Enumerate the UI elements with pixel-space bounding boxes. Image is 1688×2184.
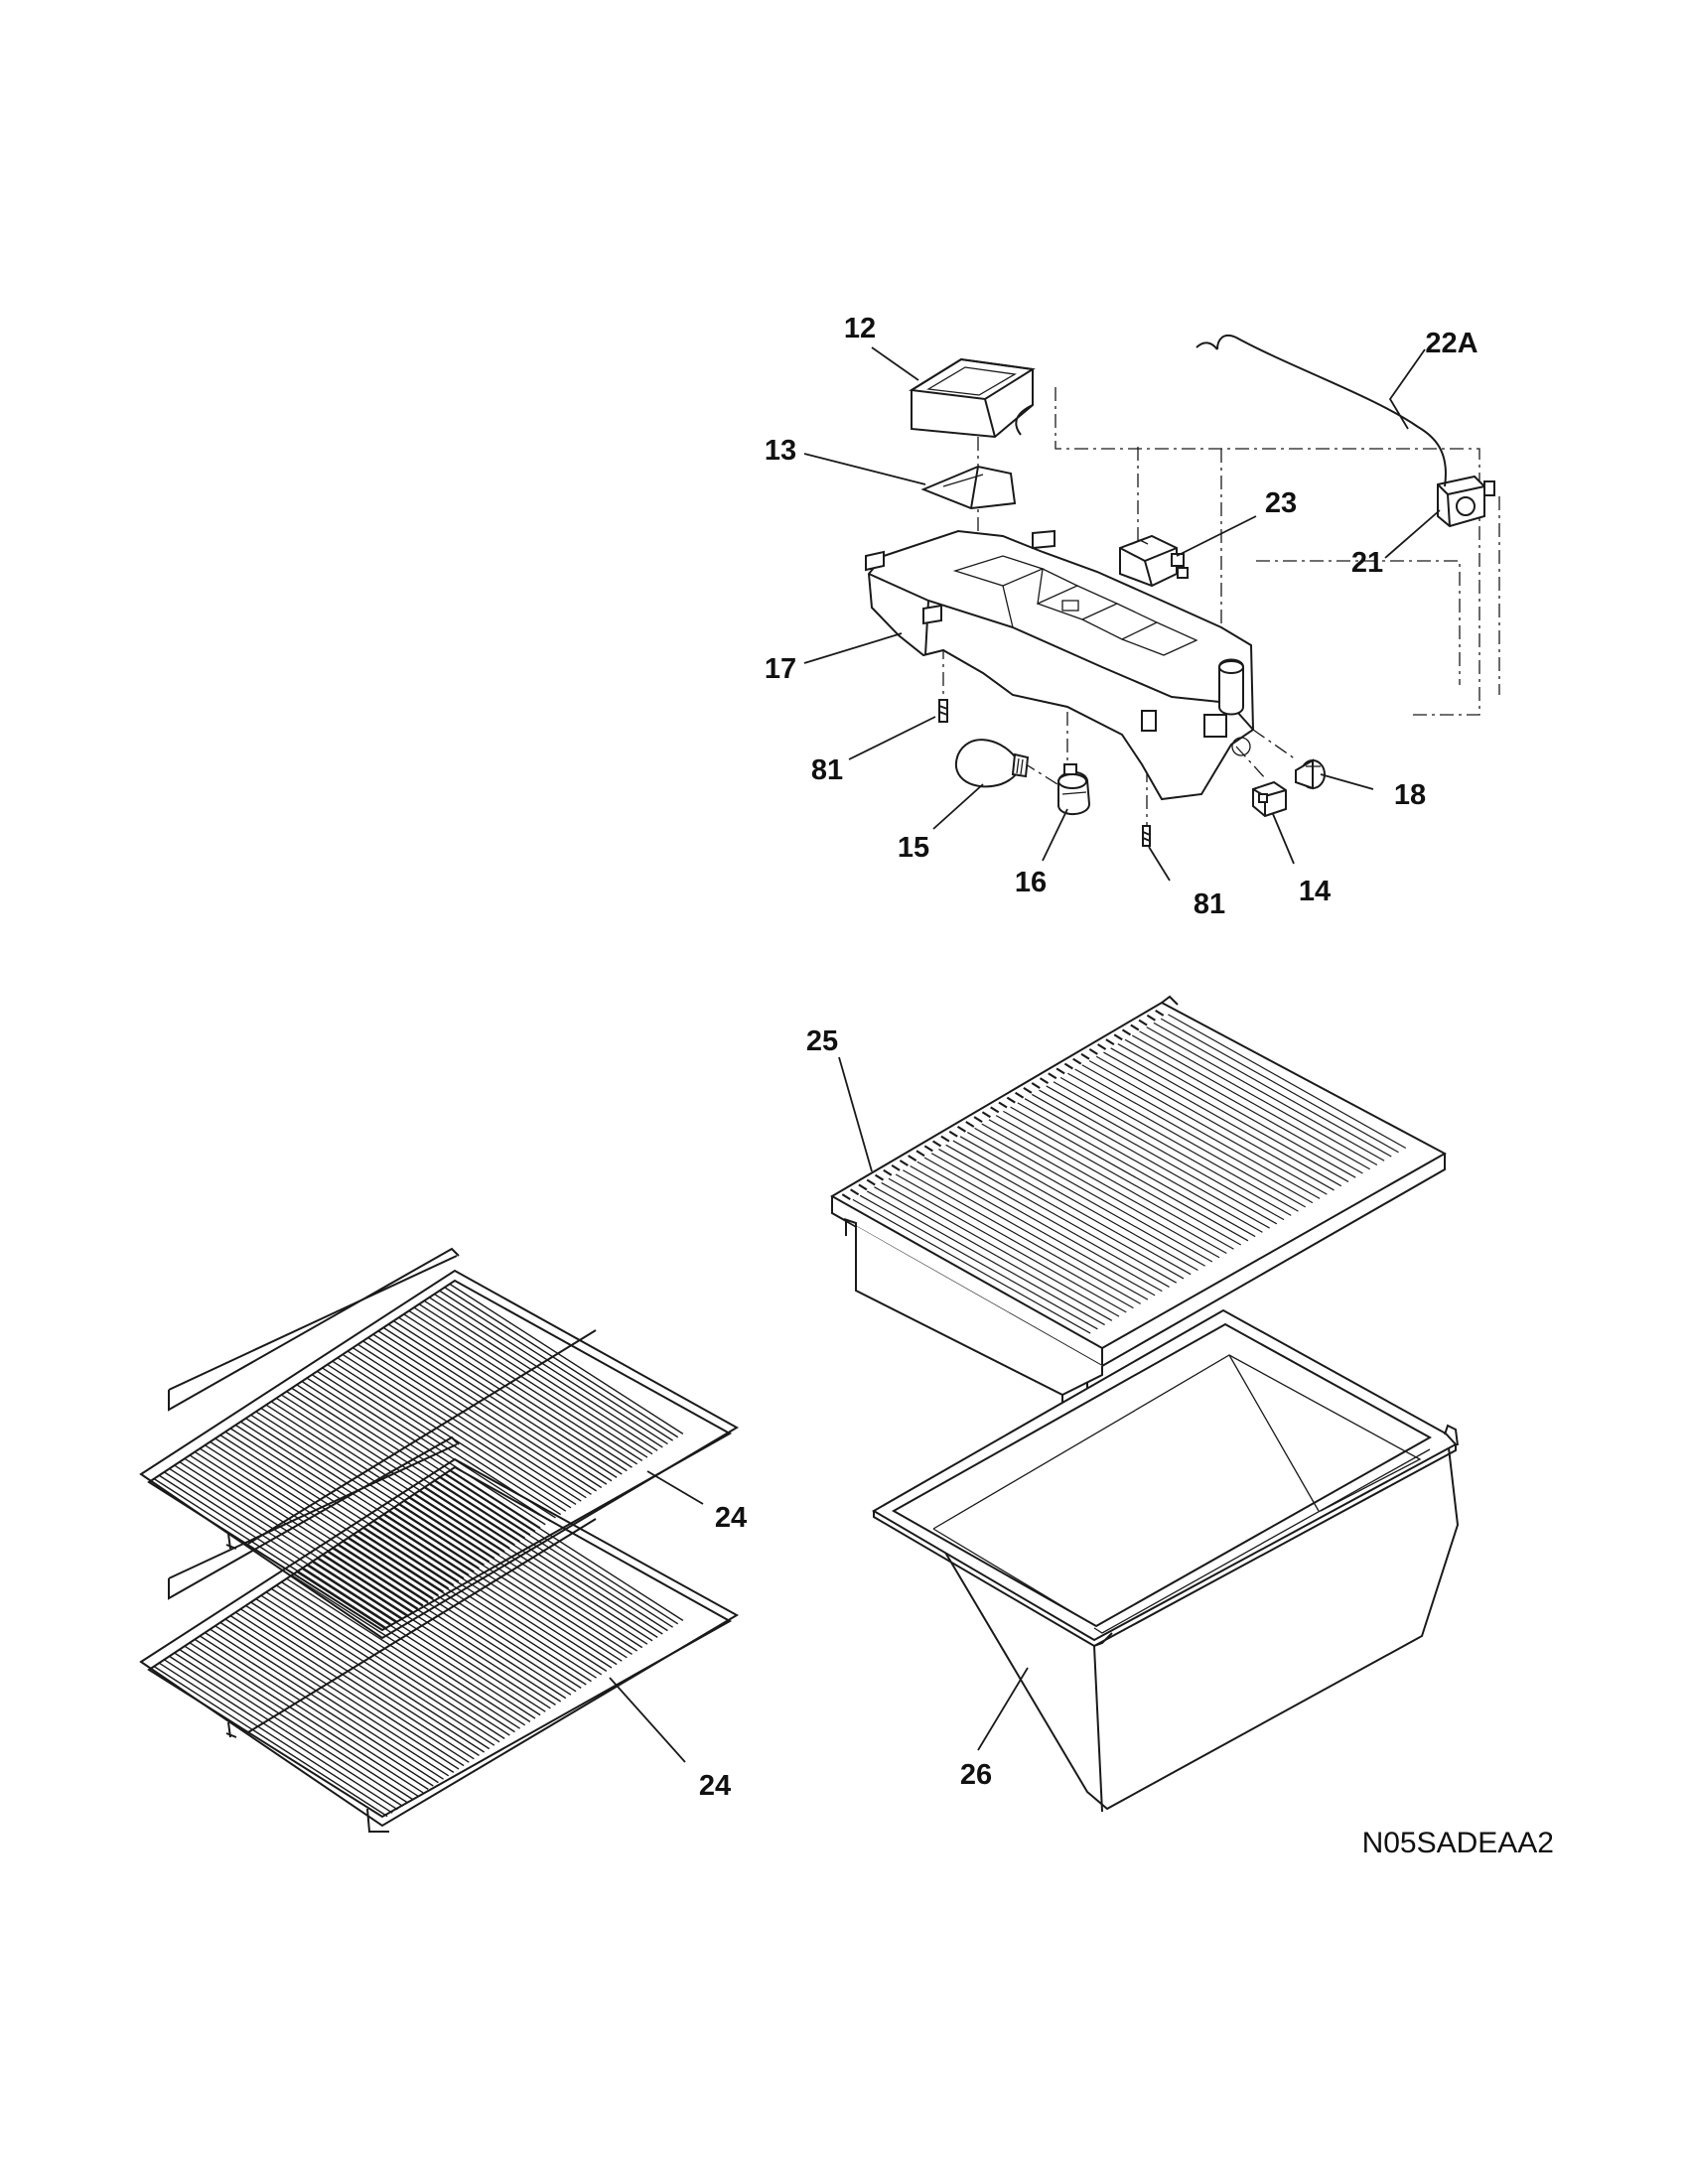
part-23-relay: [1119, 534, 1189, 588]
part-15-light-bulb: [955, 739, 1030, 788]
part-17-control-housing: [865, 529, 1255, 801]
part-21-control: [1437, 475, 1495, 528]
callout-13: 13: [765, 435, 796, 467]
callout-16: 16: [1015, 867, 1047, 898]
part-13-lens: [920, 465, 1017, 510]
part-81-screw-upper: [938, 699, 948, 723]
callout-26: 26: [960, 1759, 992, 1791]
control-housing-assembly: [865, 334, 1500, 847]
part-81-screw-lower: [1142, 825, 1151, 847]
part-24-wire-shelf-upper: [139, 1247, 740, 1640]
callout-22a: 22A: [1425, 328, 1477, 359]
callout-24-lower: 24: [699, 1770, 731, 1802]
callout-81-upper: 81: [811, 754, 843, 786]
callout-25: 25: [806, 1025, 838, 1057]
callout-18: 18: [1394, 779, 1426, 811]
drawing-code: N05SADEAA2: [1362, 1827, 1554, 1859]
part-16-lamp-socket: [1057, 763, 1091, 815]
callout-17: 17: [765, 653, 796, 685]
callout-14: 14: [1299, 876, 1331, 907]
part-26-crisper-pan: [872, 1308, 1460, 1813]
part-18-knob: [1295, 758, 1326, 790]
part-22a-capillary-tube: [1196, 334, 1447, 487]
part-24-wire-shelf-lower: [139, 1435, 740, 1833]
callout-12: 12: [844, 313, 876, 344]
callout-24-upper: 24: [715, 1502, 747, 1534]
part-25-crisper-cover: [829, 995, 1448, 1412]
callout-labels: 12 13 22A 23 21 17 81 15 16 81 18 14 25 …: [699, 313, 1478, 1802]
part-12-light-shield: [909, 357, 1036, 439]
callout-23: 23: [1265, 487, 1297, 519]
leader-lines: [609, 346, 1441, 1763]
callout-21: 21: [1351, 547, 1383, 579]
callout-81-lower: 81: [1194, 888, 1225, 920]
callout-15: 15: [898, 832, 929, 864]
part-14-switch: [1252, 780, 1287, 818]
